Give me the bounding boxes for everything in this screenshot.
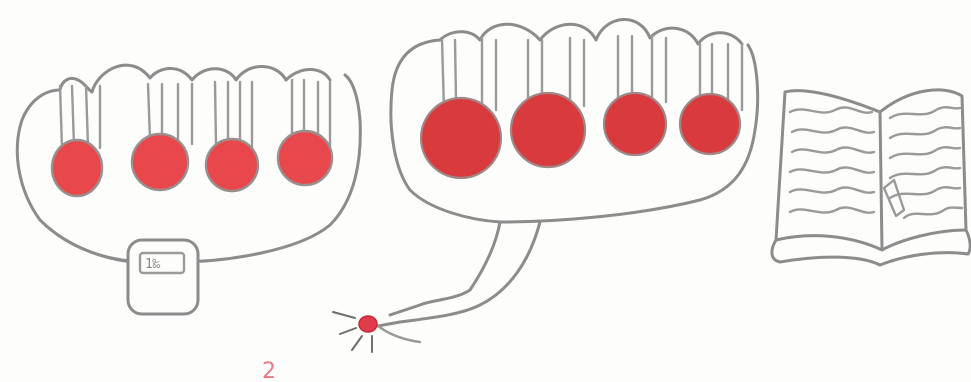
led-bulb-body [359, 316, 377, 332]
right-cell-group [378, 19, 758, 342]
left-lemon-3 [206, 139, 258, 191]
left-cell-group: 1‰ [17, 65, 360, 314]
book-bookmark [884, 180, 904, 216]
led-ray-3 [352, 336, 362, 350]
book-left-lines [790, 107, 874, 212]
left-lemon-2 [132, 134, 188, 190]
multimeter [128, 240, 198, 314]
led-ray-1 [333, 312, 355, 318]
meter-display-text: 1‰ [145, 257, 160, 272]
led-ray-2 [340, 328, 356, 334]
right-electrode-3 [618, 36, 666, 102]
right-container-top-wire [440, 19, 742, 44]
right-lemon-3 [604, 93, 666, 155]
open-book-icon [772, 90, 970, 265]
left-lemon-1 [52, 140, 102, 196]
left-lemon-4 [278, 131, 332, 185]
meter-lead-left [40, 220, 138, 262]
right-lemon-2 [511, 93, 585, 167]
right-lemon-4 [680, 94, 740, 154]
led-lead-3 [378, 326, 420, 342]
right-lemon-1 [421, 98, 501, 178]
sketch-note: 2 [262, 359, 276, 382]
led-lead-1 [390, 222, 500, 315]
left-electrode-1 [60, 86, 100, 148]
led-bulb [333, 312, 377, 352]
